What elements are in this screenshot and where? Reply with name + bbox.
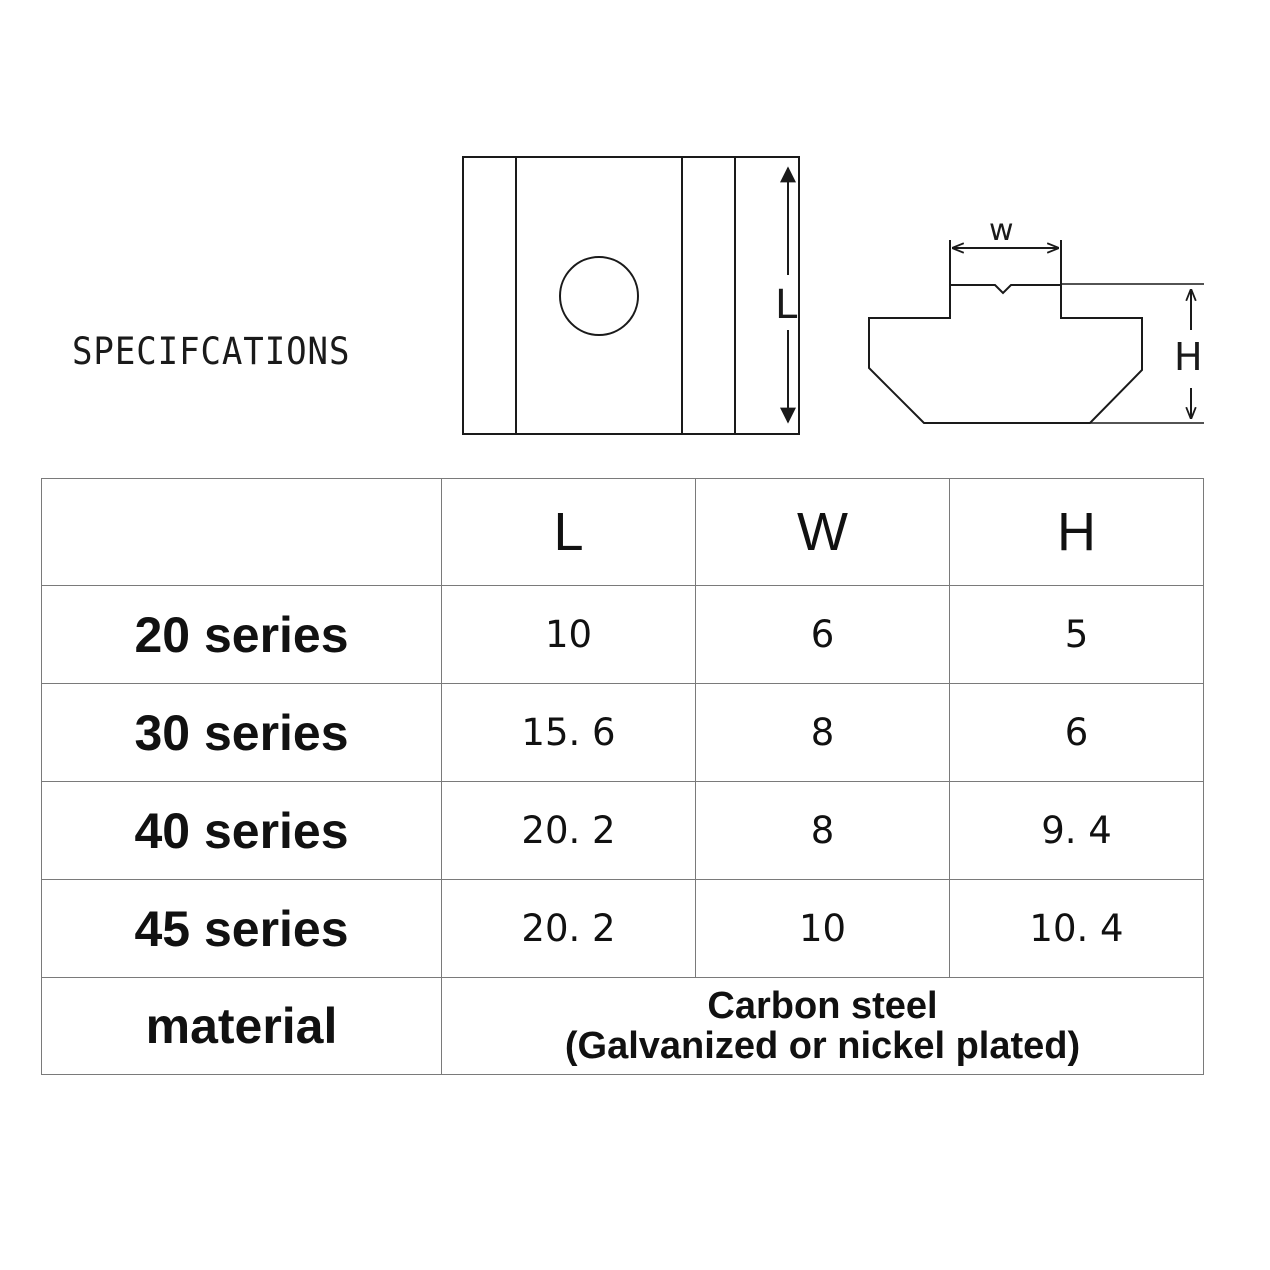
- row-label: 20 series: [41, 585, 442, 684]
- cell-l: 20. 2: [441, 781, 696, 880]
- material-label: material: [41, 977, 442, 1075]
- cell-l: 10: [441, 585, 696, 684]
- cell-w: 6: [695, 585, 950, 684]
- cell-l: 20. 2: [441, 879, 696, 978]
- top-view-outline: [462, 156, 800, 435]
- table-row: 40 series 20. 2 8 9. 4: [41, 781, 1204, 880]
- side-view: [868, 240, 1204, 424]
- material-row: material Carbon steel (Galvanized or nic…: [41, 977, 1204, 1075]
- table-header-row: L W H: [41, 478, 1204, 586]
- cell-w: 8: [695, 781, 950, 880]
- header-h: H: [949, 478, 1204, 586]
- header-empty-cell: [41, 478, 442, 586]
- cell-h: 9. 4: [949, 781, 1204, 880]
- header-l: L: [441, 478, 696, 586]
- header-w: W: [695, 478, 950, 586]
- table-row: 20 series 10 6 5: [41, 585, 1204, 684]
- top-view: [462, 156, 800, 435]
- cell-w: 8: [695, 683, 950, 782]
- length-label: L: [775, 282, 798, 328]
- width-label: w: [989, 213, 1014, 248]
- cell-h: 10. 4: [949, 879, 1204, 978]
- side-view-profile: [868, 284, 1143, 424]
- specifications-table: L W H 20 series 10 6 5 30 series 15. 6 8…: [41, 478, 1204, 1075]
- height-label: H: [1174, 335, 1203, 379]
- material-value: Carbon steel (Galvanized or nickel plate…: [441, 977, 1204, 1075]
- cell-w: 10: [695, 879, 950, 978]
- bolt-hole: [559, 256, 639, 336]
- row-label: 30 series: [41, 683, 442, 782]
- cell-l: 15. 6: [441, 683, 696, 782]
- row-label: 45 series: [41, 879, 442, 978]
- cell-h: 6: [949, 683, 1204, 782]
- material-line-1: Carbon steel: [707, 985, 938, 1027]
- row-label: 40 series: [41, 781, 442, 880]
- t-nut-drawing: L w H: [462, 156, 1204, 435]
- cell-h: 5: [949, 585, 1204, 684]
- specifications-title: SPECIFCATIONS: [72, 330, 351, 373]
- material-line-2: (Galvanized or nickel plated): [564, 1025, 1081, 1067]
- table-row: 30 series 15. 6 8 6: [41, 683, 1204, 782]
- table-row: 45 series 20. 2 10 10. 4: [41, 879, 1204, 978]
